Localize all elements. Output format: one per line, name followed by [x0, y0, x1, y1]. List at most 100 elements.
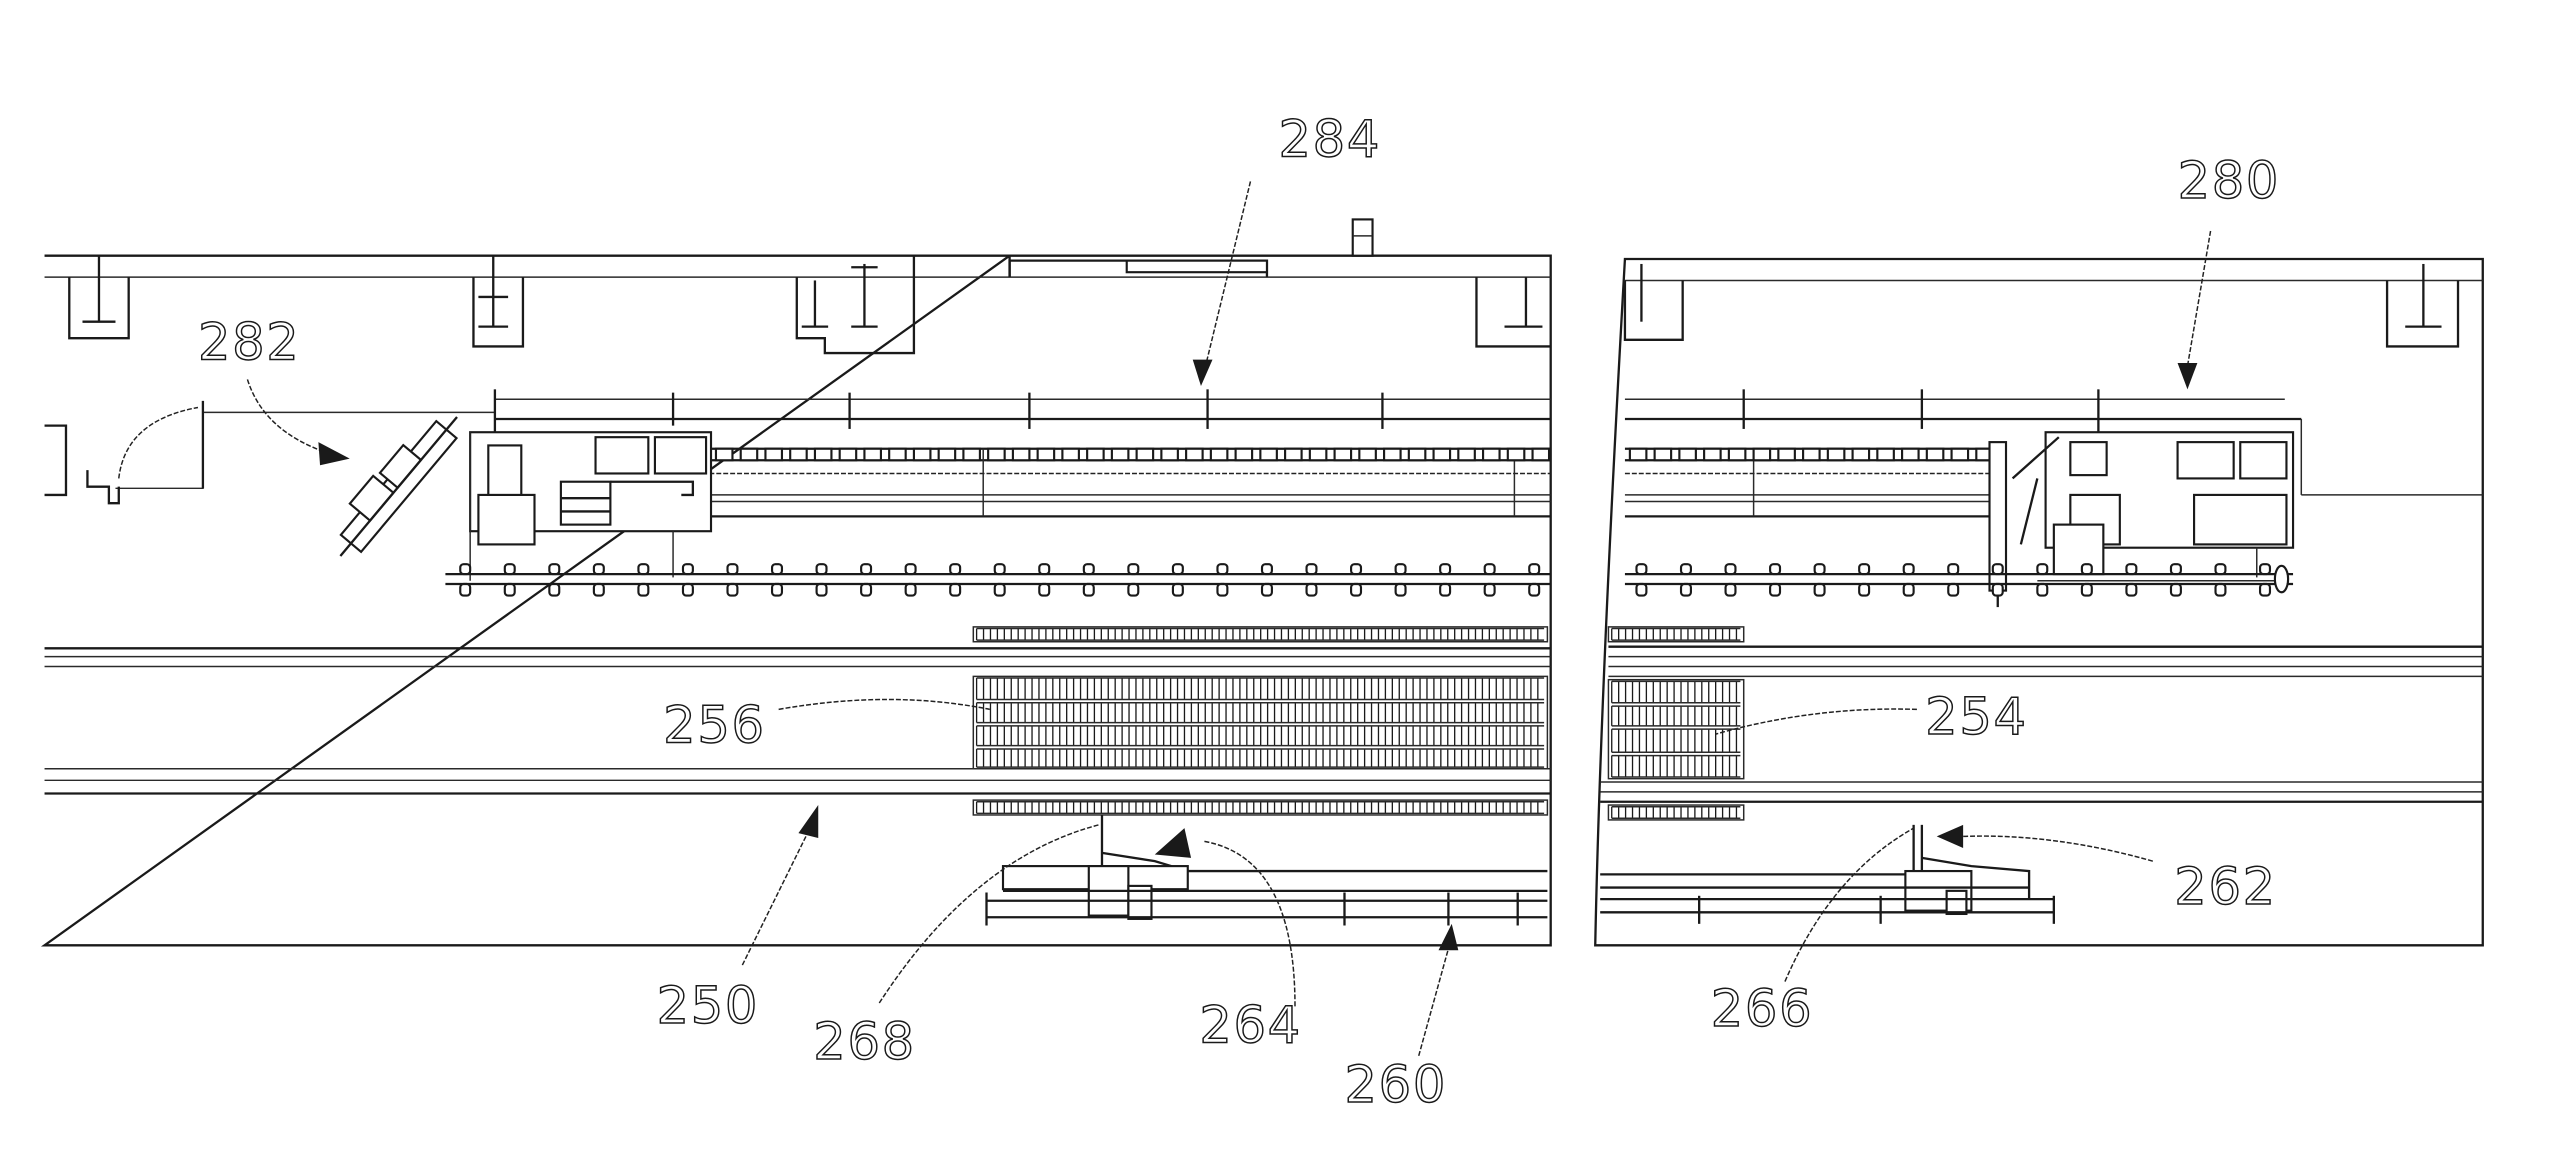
chain-link-bottom — [1127, 582, 1140, 597]
right-roller-bed-body — [1607, 678, 1745, 780]
chain-link-bottom — [1394, 582, 1407, 597]
chain-link-bottom — [904, 582, 917, 597]
chain-link-top — [1305, 563, 1318, 576]
rollers — [975, 627, 1545, 815]
chain-link-top — [1724, 563, 1737, 576]
conveyor-cell — [1284, 447, 1303, 462]
chain-link-top — [1082, 563, 1095, 576]
arrowhead-280 — [2177, 362, 2198, 390]
conveyor-cell — [1925, 447, 1945, 462]
door-swing-arc — [118, 406, 199, 479]
conveyor-cell — [1036, 447, 1056, 462]
chain-link-top — [1991, 563, 2004, 576]
conveyor-cell — [1851, 447, 1871, 462]
conveyor-cell — [739, 447, 759, 462]
chain-link-bottom — [1991, 582, 2004, 597]
tilt-head-machine — [339, 416, 713, 581]
chain-link-bottom — [1813, 582, 1826, 597]
chain-link-top — [548, 563, 561, 576]
right-cabinet-1 — [2176, 441, 2235, 480]
conveyor-cell — [912, 447, 932, 462]
chain-link-top — [949, 563, 962, 576]
conveyor-cell — [1383, 447, 1402, 462]
conveyor-cell — [838, 447, 858, 462]
chain-link-bottom — [1305, 582, 1318, 597]
right-base — [2052, 523, 2105, 576]
left-chain-track — [445, 563, 1551, 597]
chain-link-top — [1858, 563, 1871, 576]
chain-link-bottom — [459, 582, 472, 597]
conveyor-cell — [1061, 447, 1080, 462]
conveyor-cell — [1653, 447, 1673, 462]
chain-link-top — [637, 563, 650, 576]
chain-link-top — [1902, 563, 1915, 576]
chain-link-bottom — [1038, 582, 1051, 597]
conveyor-cell — [1086, 447, 1105, 462]
conveyor-cell — [1628, 447, 1648, 462]
conveyor-cell — [1234, 447, 1254, 462]
right-lower-carriage — [1600, 824, 2056, 924]
rollers — [1611, 627, 1741, 820]
chain-link-bottom — [1679, 582, 1692, 597]
chain-link-top — [1127, 563, 1140, 576]
conveyor-cell — [1308, 447, 1328, 462]
chain-link-bottom — [503, 582, 516, 597]
top-cover-bar — [1125, 259, 1269, 274]
chain-link-bottom — [637, 582, 650, 597]
chain-link-top — [2125, 563, 2138, 576]
leader-260 — [1418, 948, 1450, 1057]
chain-link-bottom — [1260, 582, 1273, 597]
chain-link-bottom — [1947, 582, 1960, 597]
label-250: 250 — [657, 977, 760, 1036]
conveyor-cell — [863, 447, 883, 462]
conveyor-cell — [1727, 447, 1747, 462]
column-brackets — [68, 255, 1551, 355]
chain-link-top — [2036, 563, 2049, 576]
leader-262 — [1963, 835, 2154, 862]
machine-ledge — [610, 480, 695, 497]
upper-gantry-rail — [493, 389, 1551, 433]
conveyor-cell — [1752, 447, 1772, 462]
conveyor-cell — [789, 447, 808, 462]
chain-link-bottom — [726, 582, 739, 597]
machine-gearbox — [559, 480, 612, 526]
leader-282 — [246, 379, 331, 455]
right-panel-outline — [1594, 257, 2484, 947]
reference-numerals: 284 280 282 256 254 250 268 264 260 266 … — [197, 110, 2281, 1116]
conveyor-cell — [714, 447, 734, 462]
conveyor-cell — [1703, 447, 1722, 462]
machine-base — [477, 493, 536, 546]
chain-link-bottom — [2080, 582, 2093, 597]
chain-link-top — [2258, 563, 2272, 576]
label-262: 262 — [2174, 858, 2277, 917]
conveyor-cell — [1481, 447, 1501, 462]
right-bracket-2 — [2385, 280, 2460, 348]
conveyor-cell — [1531, 447, 1551, 462]
chain-link-bottom — [1635, 582, 1648, 597]
chain-link-top — [1679, 563, 1692, 576]
chain-link-top — [1260, 563, 1273, 576]
roller-strip-bottom — [972, 799, 1549, 816]
wall-step — [115, 411, 243, 490]
chain-link-top — [2080, 563, 2093, 576]
chain-link-top — [1038, 563, 1051, 576]
conveyor-cell — [962, 447, 981, 462]
label-254: 254 — [1925, 688, 2028, 747]
chain-link-bottom — [681, 582, 694, 597]
chain-link-bottom — [770, 582, 784, 597]
chain-link-top — [860, 563, 873, 576]
conveyor-cell — [987, 447, 1006, 462]
machine-cabinet-1 — [594, 436, 650, 475]
roller-strip-top — [972, 626, 1549, 643]
label-280: 280 — [2178, 152, 2281, 211]
leader-264 — [1204, 840, 1296, 1007]
arrowhead-264 — [1154, 828, 1192, 858]
arrowhead-284 — [1192, 359, 1213, 387]
chain-link-top — [815, 563, 828, 576]
chain-link-bottom — [949, 582, 962, 597]
leader-284 — [1203, 181, 1252, 372]
chain-link-top — [770, 563, 784, 576]
chain-link-bottom — [1769, 582, 1782, 597]
door-jamb — [44, 424, 68, 497]
chain-link-top — [1947, 563, 1960, 576]
